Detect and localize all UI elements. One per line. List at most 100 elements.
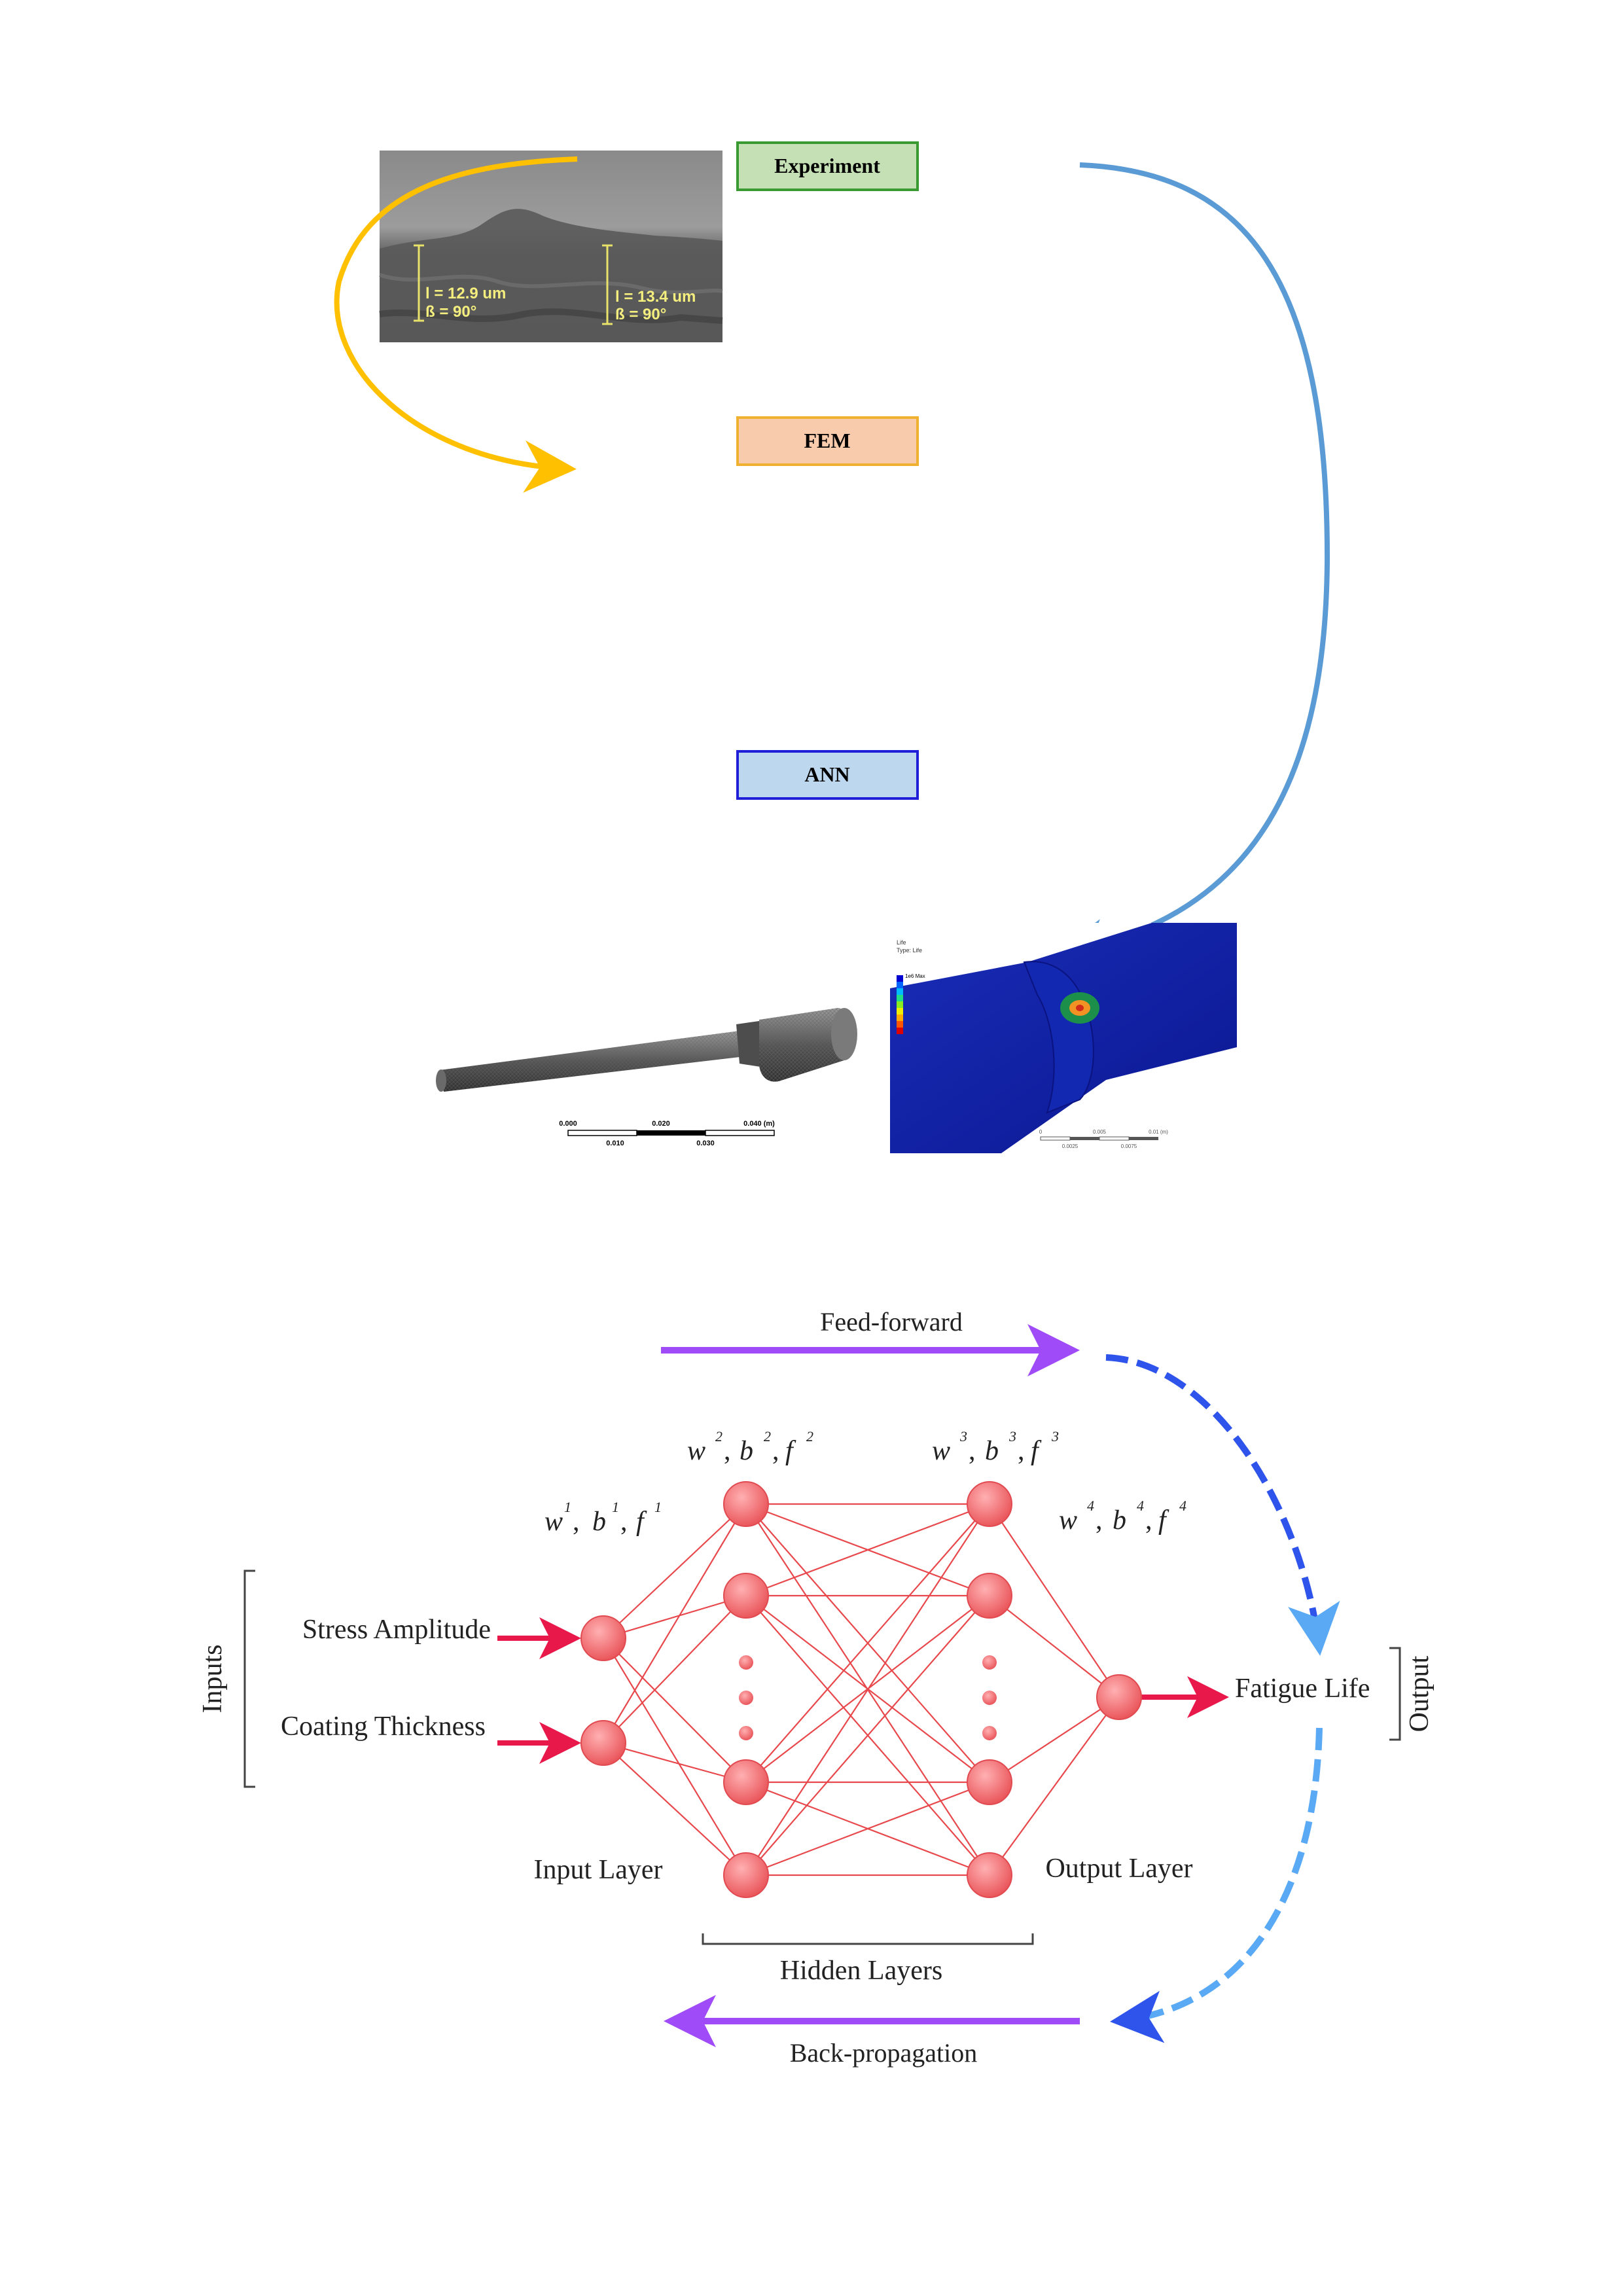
hidden2-node	[967, 1852, 1012, 1898]
weight-b2-sup: 2	[764, 1428, 771, 1444]
output-node	[1096, 1674, 1142, 1720]
hidden1-node	[723, 1481, 769, 1527]
life-scale-tick-3: 0.0025	[1062, 1143, 1079, 1149]
hidden2-node	[967, 1759, 1012, 1805]
weight-f2: f	[785, 1436, 796, 1466]
mesh-scale-tick-1: 0.020	[652, 1120, 670, 1128]
input-node	[580, 1720, 626, 1766]
life-legend-title-2: Type: Life	[897, 947, 922, 954]
svg-text:,: ,	[573, 1507, 580, 1537]
network-edge	[603, 1503, 747, 1639]
life-scale-tick-0: 0	[1039, 1129, 1043, 1135]
weight-b2: b	[740, 1436, 753, 1466]
weight-w3-sup: 3	[959, 1428, 967, 1444]
weight-f4-sup: 4	[1179, 1498, 1186, 1514]
weights-layer-1: w 1 , b 1 , f 1	[544, 1499, 662, 1537]
network-edge	[745, 1595, 990, 1876]
ann-diagram: Feed-forward Back-propagation w	[198, 1307, 1435, 2068]
mesh-scale-tick-3: 0.010	[606, 1139, 624, 1147]
dashed-back-arrow	[1110, 1727, 1323, 2043]
weight-f2-sup: 2	[806, 1428, 813, 1444]
weight-w4-sup: 4	[1087, 1498, 1094, 1514]
life-legend-colorbar	[897, 975, 903, 1034]
weight-f3-sup: 3	[1051, 1428, 1059, 1444]
sem-label-left-1: l = 12.9 um	[425, 285, 506, 302]
weight-f3: f	[1031, 1436, 1042, 1466]
life-scale-tick-2: 0.01 (m)	[1149, 1129, 1168, 1135]
sem-label-right-2: ß = 90°	[615, 306, 666, 323]
inputs-bracket	[243, 1570, 255, 1788]
box-fem-label: FEM	[804, 429, 850, 452]
network-edge	[603, 1594, 747, 1640]
hidden-layers-bracket	[702, 1933, 1034, 1945]
sem-label-right-1: l = 13.4 um	[615, 288, 696, 306]
weight-b1: b	[592, 1507, 606, 1537]
network-edge	[989, 1696, 1120, 1783]
weight-b1-sup: 1	[612, 1499, 619, 1515]
svg-text:,: ,	[1145, 1505, 1152, 1535]
output-bracket	[1389, 1647, 1401, 1741]
box-ann-label: ANN	[804, 762, 849, 786]
weights-layer-3: w 3 , b 3 , f 3	[932, 1428, 1059, 1466]
experiment-to-fem-arrow	[334, 156, 578, 493]
network-edge	[603, 1742, 747, 1784]
network-edge	[603, 1503, 747, 1744]
weight-w4: w	[1059, 1505, 1077, 1535]
svg-text:,: ,	[620, 1507, 628, 1537]
output-fatigue-life: Fatigue Life	[1235, 1674, 1370, 1704]
svg-text:,: ,	[969, 1436, 976, 1466]
life-scale-tick-4: 0.0075	[1121, 1143, 1137, 1149]
weight-f1: f	[636, 1507, 647, 1537]
network-edge	[989, 1503, 1120, 1698]
network-edge	[603, 1638, 747, 1783]
network-edge	[989, 1595, 1120, 1698]
mesh-scale-tick-2: 0.040 (m)	[743, 1120, 775, 1128]
input-stress-amplitude: Stress Amplitude	[302, 1615, 491, 1645]
life-legend-title-1: Life	[897, 939, 906, 946]
hidden-layer-2-ellipsis	[982, 1655, 997, 1740]
feed-forward-label: Feed-forward	[820, 1307, 963, 1336]
meshed-specimen: 0.000 0.020 0.040 (m) 0.010 0.030	[436, 1008, 857, 1147]
svg-text:,: ,	[772, 1436, 779, 1466]
input-coating-thickness: Coating Thickness	[281, 1712, 486, 1742]
hidden1-node	[723, 1759, 769, 1805]
hidden2-node	[967, 1481, 1012, 1527]
box-experiment: Experiment	[736, 141, 919, 191]
hidden1-node	[723, 1852, 769, 1898]
network-edges	[603, 1503, 1120, 1876]
output-layer-label: Output Layer	[1045, 1854, 1192, 1884]
life-scale-tick-1: 0.005	[1093, 1129, 1107, 1135]
inputs-label: Inputs	[198, 1645, 228, 1713]
back-propagation-label: Back-propagation	[790, 2038, 978, 2068]
box-ann: ANN	[736, 750, 919, 800]
input-node	[580, 1615, 626, 1661]
weight-b3-sup: 3	[1008, 1428, 1016, 1444]
box-experiment-label: Experiment	[774, 154, 880, 177]
svg-text:,: ,	[1018, 1436, 1025, 1466]
experiment-to-result-arrow	[1053, 162, 1330, 971]
hidden-layers-label: Hidden Layers	[780, 1956, 942, 1986]
weight-w2: w	[687, 1436, 705, 1466]
fem-life-plot: Life Type: Life 1e6 Max 0 0.005 0.01 (m)	[890, 923, 1237, 1153]
input-layer-label: Input Layer	[533, 1855, 662, 1885]
output-bracket-label: Output	[1404, 1655, 1435, 1732]
hidden-layer-1-ellipsis	[739, 1655, 753, 1740]
network-edge	[745, 1503, 990, 1597]
weight-b4-sup: 4	[1137, 1498, 1144, 1514]
weights-layer-4: w 4 , b 4 , f 4	[1059, 1498, 1186, 1535]
mesh-scale-tick-4: 0.030	[696, 1139, 715, 1147]
weight-w1: w	[544, 1507, 563, 1537]
weight-w2-sup: 2	[715, 1428, 722, 1444]
weight-w1-sup: 1	[564, 1499, 571, 1515]
network-edge	[603, 1742, 747, 1876]
weight-w3: w	[932, 1436, 950, 1466]
network-edge	[745, 1781, 990, 1876]
sem-image: l = 12.9 um ß = 90° l = 13.4 um ß = 90°	[379, 151, 723, 342]
network-edge	[989, 1696, 1120, 1876]
weights-layer-2: w 2 , b 2 , f 2	[687, 1428, 813, 1466]
network-edge	[603, 1638, 747, 1876]
network-edge	[745, 1503, 990, 1876]
box-fem: FEM	[736, 416, 919, 466]
network-edge	[745, 1503, 990, 1783]
